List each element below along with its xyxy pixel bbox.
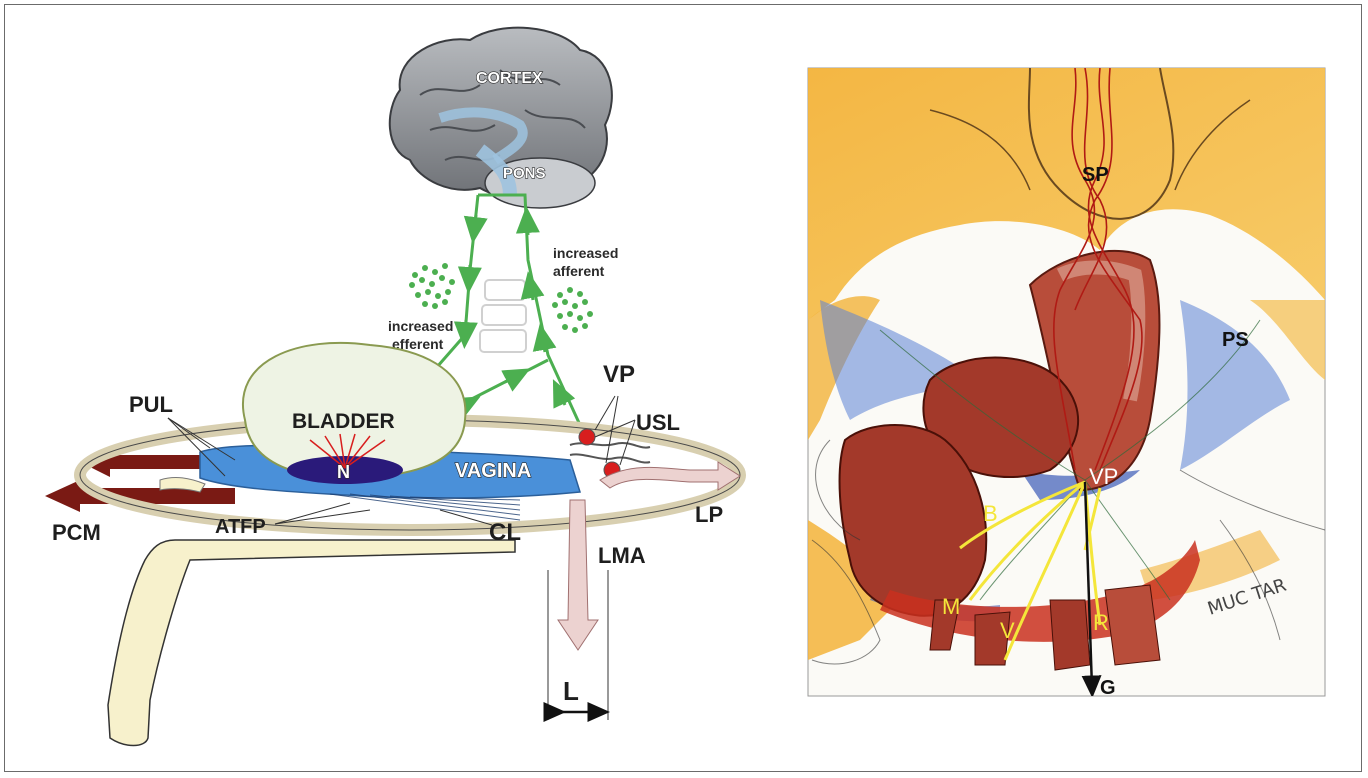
lma-label: LMA bbox=[598, 543, 646, 568]
v-label: V bbox=[1000, 618, 1015, 643]
vp-drawing-label: VP bbox=[1089, 464, 1118, 489]
l-label: L bbox=[563, 676, 579, 706]
right-drawing: SP PS VP B M V R G MUC TAR bbox=[808, 68, 1325, 699]
bladder-label: BLADDER bbox=[292, 410, 395, 433]
afferent-label-line1: increased bbox=[553, 245, 618, 261]
pons-label: PONS bbox=[503, 165, 546, 182]
efferent-label-line1: increased bbox=[388, 318, 453, 334]
afferent-signal-dots bbox=[552, 287, 593, 333]
speculum-shape bbox=[108, 540, 515, 746]
pcm-label: PCM bbox=[52, 520, 101, 545]
r-label: R bbox=[1093, 610, 1109, 635]
vagina-label: VAGINA bbox=[455, 460, 531, 482]
b-label: B bbox=[983, 501, 998, 526]
usl-label: USL bbox=[636, 410, 680, 435]
afferent-label-line2: afferent bbox=[553, 263, 605, 279]
vp-label: VP bbox=[603, 361, 635, 388]
efferent-signal-dots bbox=[409, 263, 455, 309]
atfp-label: ATFP bbox=[215, 516, 266, 538]
m-label: M bbox=[942, 594, 960, 619]
lp-arrow bbox=[600, 462, 740, 490]
brain-icon bbox=[390, 28, 612, 208]
left-diagram: CORTEX PONS bbox=[45, 28, 740, 746]
cl-label: CL bbox=[489, 519, 521, 546]
sp-label: SP bbox=[1082, 164, 1109, 186]
spinal-segment bbox=[480, 280, 526, 352]
lp-label: LP bbox=[695, 502, 723, 527]
g-label: G bbox=[1100, 677, 1116, 699]
vp-node-upper bbox=[579, 429, 595, 445]
ps-label: PS bbox=[1222, 329, 1249, 351]
cortex-label: CORTEX bbox=[476, 70, 543, 87]
pul-label: PUL bbox=[129, 392, 173, 417]
n-label: N bbox=[337, 462, 350, 482]
